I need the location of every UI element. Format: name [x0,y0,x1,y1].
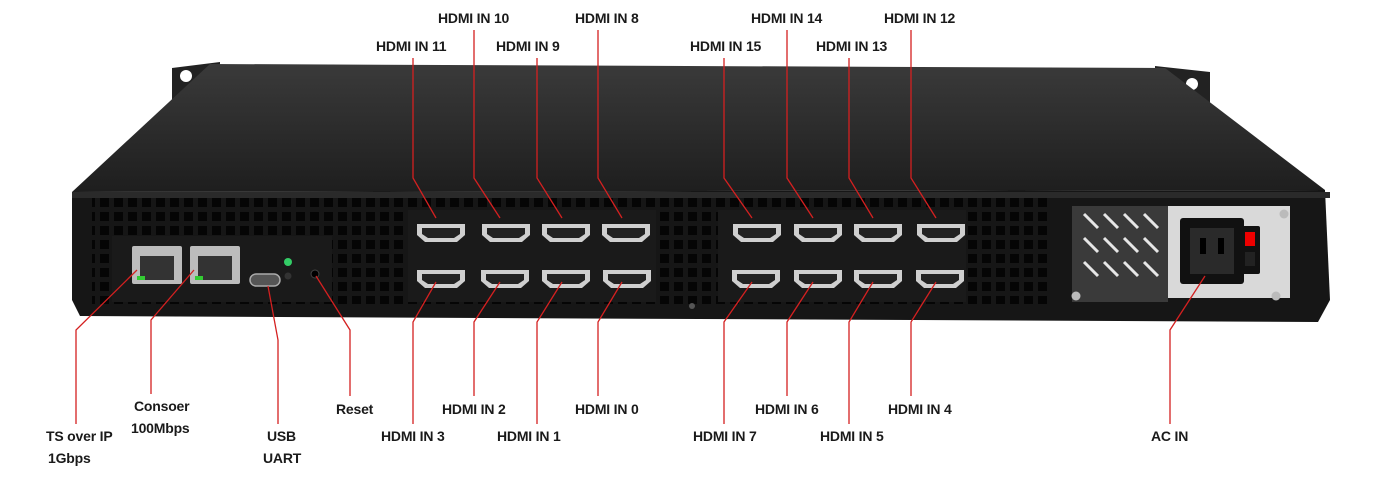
screw-icon [1279,209,1289,219]
hdmi-bottom-row [417,270,964,288]
hdmi-plate-right [718,210,966,302]
ac-inlet[interactable] [1180,218,1244,284]
label-usb: USB [267,428,296,444]
label-hdmi-in-9: HDMI IN 9 [496,38,560,54]
label-hdmi-in-13: HDMI IN 13 [816,38,888,54]
rj45-port-ts-over-ip[interactable] [132,246,182,284]
label-hdmi-in-1: HDMI IN 1 [497,428,561,444]
hdmi-in-11-port[interactable] [417,224,465,242]
callout-hdmi-in-12 [910,30,937,219]
reset-button[interactable] [310,269,320,279]
hdmi-in-4-port[interactable] [916,270,964,288]
screw-icon [689,303,695,309]
hdmi-in-8-port[interactable] [602,224,650,242]
hdmi-in-6-port[interactable] [794,270,842,288]
psu-grille-slots [1082,212,1160,278]
label-hdmi-in-11: HDMI IN 11 [376,38,447,54]
label-reset: Reset [336,401,374,417]
callout-hdmi-in-13 [848,58,874,219]
callout-ts-over-ip [75,269,138,424]
callout-hdmi-in-9 [536,58,563,219]
callout-hdmi-in-6 [786,281,814,396]
hdmi-in-14-port[interactable] [794,224,842,242]
screw-icon [1071,291,1081,301]
rj45-port-console[interactable] [190,246,240,284]
hdmi-in-0-port[interactable] [603,270,651,288]
status-led [284,258,292,266]
callout-hdmi-in-3 [412,281,437,424]
callout-console [150,269,195,394]
hdmi-top-row [417,224,965,242]
label-console: Consoer [134,398,190,414]
callout-hdmi-in-2 [473,281,501,396]
callout-hdmi-in-10 [473,30,501,219]
led-hole [284,272,292,280]
label-hdmi-in-6: HDMI IN 6 [755,401,819,417]
label-hdmi-in-4: HDMI IN 4 [888,401,952,417]
vent-grid-right [972,198,1052,304]
hdmi-in-7-port[interactable] [732,270,780,288]
label-ts-over-ip-speed: 1Gbps [48,450,91,466]
label-hdmi-in-14: HDMI IN 14 [751,10,823,26]
label-ac-in: AC IN [1151,428,1189,444]
hdmi-in-9-port[interactable] [542,224,590,242]
callout-hdmi-in-4 [910,281,937,396]
callout-usb-uart [267,285,279,424]
label-console-speed: 100Mbps [131,420,190,436]
hdmi-in-3-port[interactable] [417,270,465,288]
hdmi-in-5-port[interactable] [854,270,902,288]
callout-lines [75,30,1206,424]
label-hdmi-in-0: HDMI IN 0 [575,401,639,417]
label-hdmi-in-15: HDMI IN 15 [690,38,762,54]
usb-uart-port[interactable] [249,273,281,287]
hdmi-in-1-port[interactable] [542,270,590,288]
callout-hdmi-in-5 [848,281,874,424]
label-ts-over-ip: TS over IP [46,428,113,444]
power-switch[interactable] [1240,226,1260,274]
label-hdmi-in-7: HDMI IN 7 [693,428,757,444]
hdmi-in-10-port[interactable] [482,224,530,242]
callout-hdmi-in-14 [786,30,814,219]
callout-hdmi-in-8 [597,30,623,219]
callout-hdmi-in-11 [412,58,437,219]
callout-reset [315,275,351,396]
label-hdmi-in-5: HDMI IN 5 [820,428,884,444]
chassis-top [72,64,1325,192]
callout-hdmi-in-0 [597,281,623,396]
callout-hdmi-in-1 [536,281,563,424]
label-uart: UART [263,450,302,466]
hdmi-in-13-port[interactable] [854,224,902,242]
label-hdmi-in-8: HDMI IN 8 [575,10,639,26]
hdmi-in-12-port[interactable] [917,224,965,242]
callout-ac-in [1169,275,1206,424]
hdmi-in-2-port[interactable] [481,270,529,288]
psu-grille [1072,206,1168,302]
label-hdmi-in-2: HDMI IN 2 [442,401,506,417]
hdmi-in-15-port[interactable] [733,224,781,242]
callout-hdmi-in-15 [723,58,753,219]
screw-icon [1271,291,1281,301]
label-hdmi-in-12: HDMI IN 12 [884,10,956,26]
label-hdmi-in-3: HDMI IN 3 [381,428,445,444]
callout-hdmi-in-7 [723,281,753,424]
label-hdmi-in-10: HDMI IN 10 [438,10,510,26]
